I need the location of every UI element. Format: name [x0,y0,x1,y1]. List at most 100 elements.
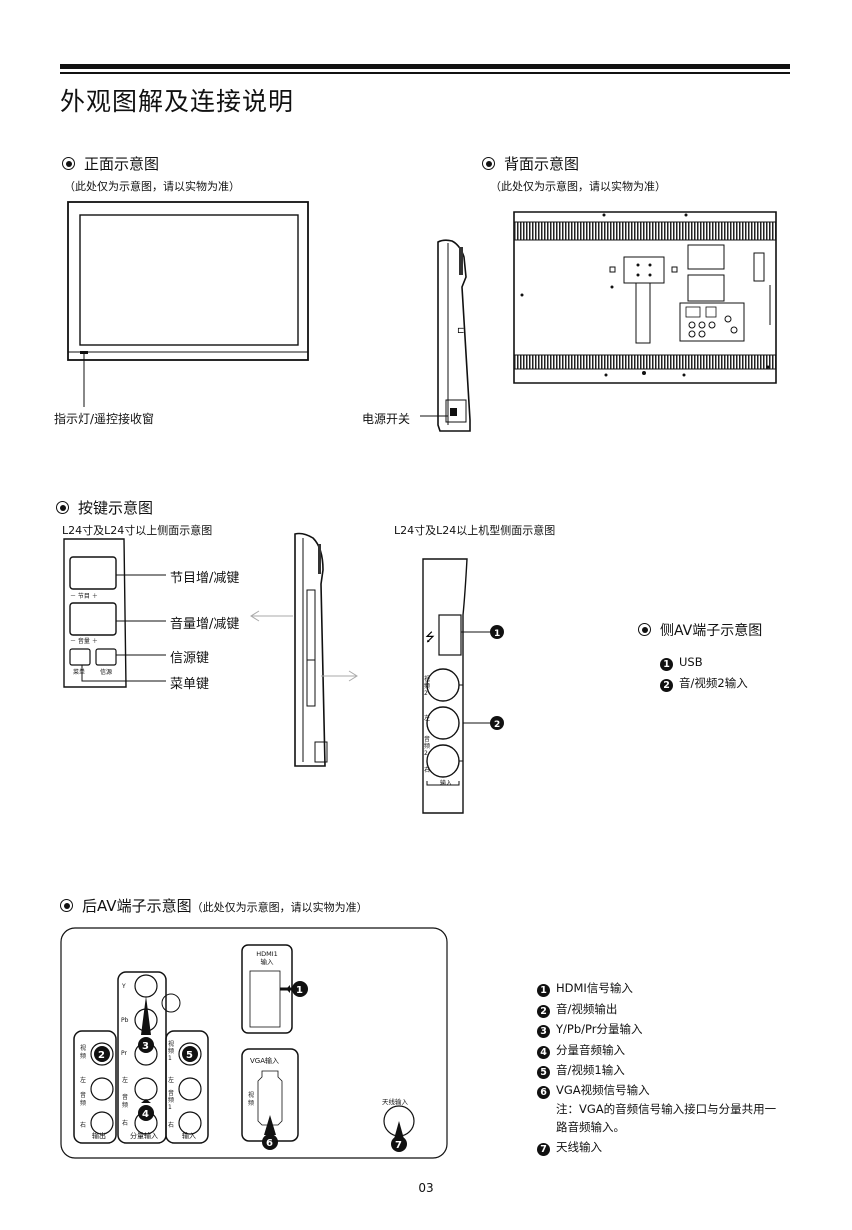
svg-text:5: 5 [186,1050,193,1061]
back-tv-diagram [513,211,777,384]
av1-right-text: 右 [168,1122,175,1129]
vga-text: VGA输入 [250,1057,280,1065]
front-note: （此处仅为示意图，请以实物为准） [64,180,240,193]
wall-mount-plate [623,256,665,284]
rear-av-item-5-label: 音/视频1输入 [556,1063,625,1077]
antenna-text: 天线输入 [382,1098,408,1106]
svg-text:3: 3 [142,1041,149,1052]
rear-callout-7-icon [391,1136,407,1152]
bullet-icon [60,899,73,912]
rear-callout-6-icon [262,1134,278,1150]
side-av-heading: 侧AV端子示意图 [638,620,762,640]
vga-note-line-2: 路音频输入。 [556,1120,625,1134]
buttons-heading-text: 按键示意图 [78,499,154,517]
buttons-heading: 按键示意图 [56,497,153,518]
back-heading: 背面示意图 [482,153,579,174]
rear-av-item-3-label: Y/Pb/Pr分量输入 [556,1022,643,1036]
bullet-icon [56,501,69,514]
side-av-panel-diagram: ⭍ 1 2 [422,558,504,814]
callout-1-icon [490,625,504,639]
rear-av-item-5: 5 音/视频1输入 [537,1062,625,1079]
back-heading-text: 背面示意图 [504,155,580,173]
front-tv-diagram [67,201,309,407]
stand-neck [635,282,651,344]
av1-audio-text: 音频1 [168,1090,175,1111]
rear-av-item-4-num: 4 [537,1046,550,1059]
rear-av-note: （此处仅为示意图，请以实物为准） [191,901,368,914]
side-av-item-2-num: 2 [660,679,673,692]
power-label: 电源开关 [362,412,411,426]
rear-av-item-2: 2 音/视频输出 [537,1001,617,1018]
program-label: 节目增/减键 [170,571,240,586]
source-label: 信源键 [170,651,210,666]
buttons-left-caption: L24寸及L24寸以上侧面示意图 [62,524,213,537]
svg-text:2: 2 [494,720,500,730]
side-tv-mark: ⊏ [457,326,465,336]
svg-text:1: 1 [296,985,303,996]
bullet-icon [62,157,75,170]
side-profile-diagram [250,532,358,767]
svg-text:2: 2 [98,1050,105,1061]
side-av-item-2: 2 音/视频2输入 [660,675,748,692]
rear-callout-3-icon [138,1037,154,1053]
source-button[interactable] [95,648,117,666]
rear-callout-1-icon [292,981,308,997]
button-panel-outline [63,538,127,688]
side-av-item-1-num: 1 [660,658,673,671]
bullet-icon [638,623,651,636]
rear-av-item-2-label: 音/视频输出 [556,1002,618,1016]
side-right-text: 右 [424,767,431,774]
side-tv-top-detail [459,247,463,275]
front-heading-text: 正面示意图 [84,155,160,173]
pb-text: Pb [121,1017,129,1024]
component-left-text: 左 [122,1077,129,1084]
av1-video-text: 视频1 [168,1041,175,1062]
menu-button-text: 菜单 [73,669,86,676]
side-av-item-2-label: 音/视频2输入 [679,676,748,690]
bullet-icon [482,157,495,170]
output-audio-text: 音频 [80,1092,87,1107]
side-left-text: 左 [424,715,431,722]
rear-av-item-2-num: 2 [537,1005,550,1018]
back-outline [513,211,777,384]
back-panel-box [687,244,725,270]
vga-note-line-1: 注：VGA的音频信号输入接口与分量共用一 [556,1102,777,1116]
bottom-vent [513,354,777,370]
back-note: （此处仅为示意图，请以实物为准） [490,180,666,193]
rear-av-heading-text: 后AV端子示意图 [82,897,192,915]
back-panel-box-2 [687,274,725,302]
volume-label: 音量增/减键 [170,617,240,632]
page-number: 03 [418,1181,434,1195]
hdmi-text-main: HDMI1 [256,950,278,958]
av1-input-group [165,1030,209,1144]
svg-text:7: 7 [395,1140,402,1151]
av-output-group [73,1030,117,1144]
component-right-text: 右 [122,1120,129,1127]
rear-av-item-7-num: 7 [537,1143,550,1156]
program-button[interactable] [69,556,117,590]
rear-callout-2-icon [94,1046,110,1062]
component-audio-text: 分量输入 [130,1132,158,1140]
output-video-text: 视频 [80,1045,87,1060]
indicator-label: 指示灯/遥控接收窗 [54,412,155,426]
rear-av-item-1-label: HDMI信号输入 [556,981,633,995]
rear-av-item-4-label: 分量音频输入 [556,1043,625,1057]
menu-button[interactable] [69,648,91,666]
front-heading: 正面示意图 [62,153,159,174]
component-audio-side-text: 音频 [122,1094,129,1109]
rear-av-item-5-num: 5 [537,1066,550,1079]
side-video-text: 视频2 [424,676,431,697]
side-audio-text: 音频2 [424,736,431,757]
rear-av-item-6-label: VGA视频信号输入 [556,1083,650,1097]
av1-input-text: 输入 [182,1132,196,1140]
output-right-text: 右 [80,1122,87,1129]
volume-button[interactable] [69,602,117,636]
svg-text:4: 4 [142,1109,149,1120]
indicator-window [80,351,88,354]
hdmi-text-sub: 输入 [260,958,274,966]
side-profile-outline [294,532,326,767]
